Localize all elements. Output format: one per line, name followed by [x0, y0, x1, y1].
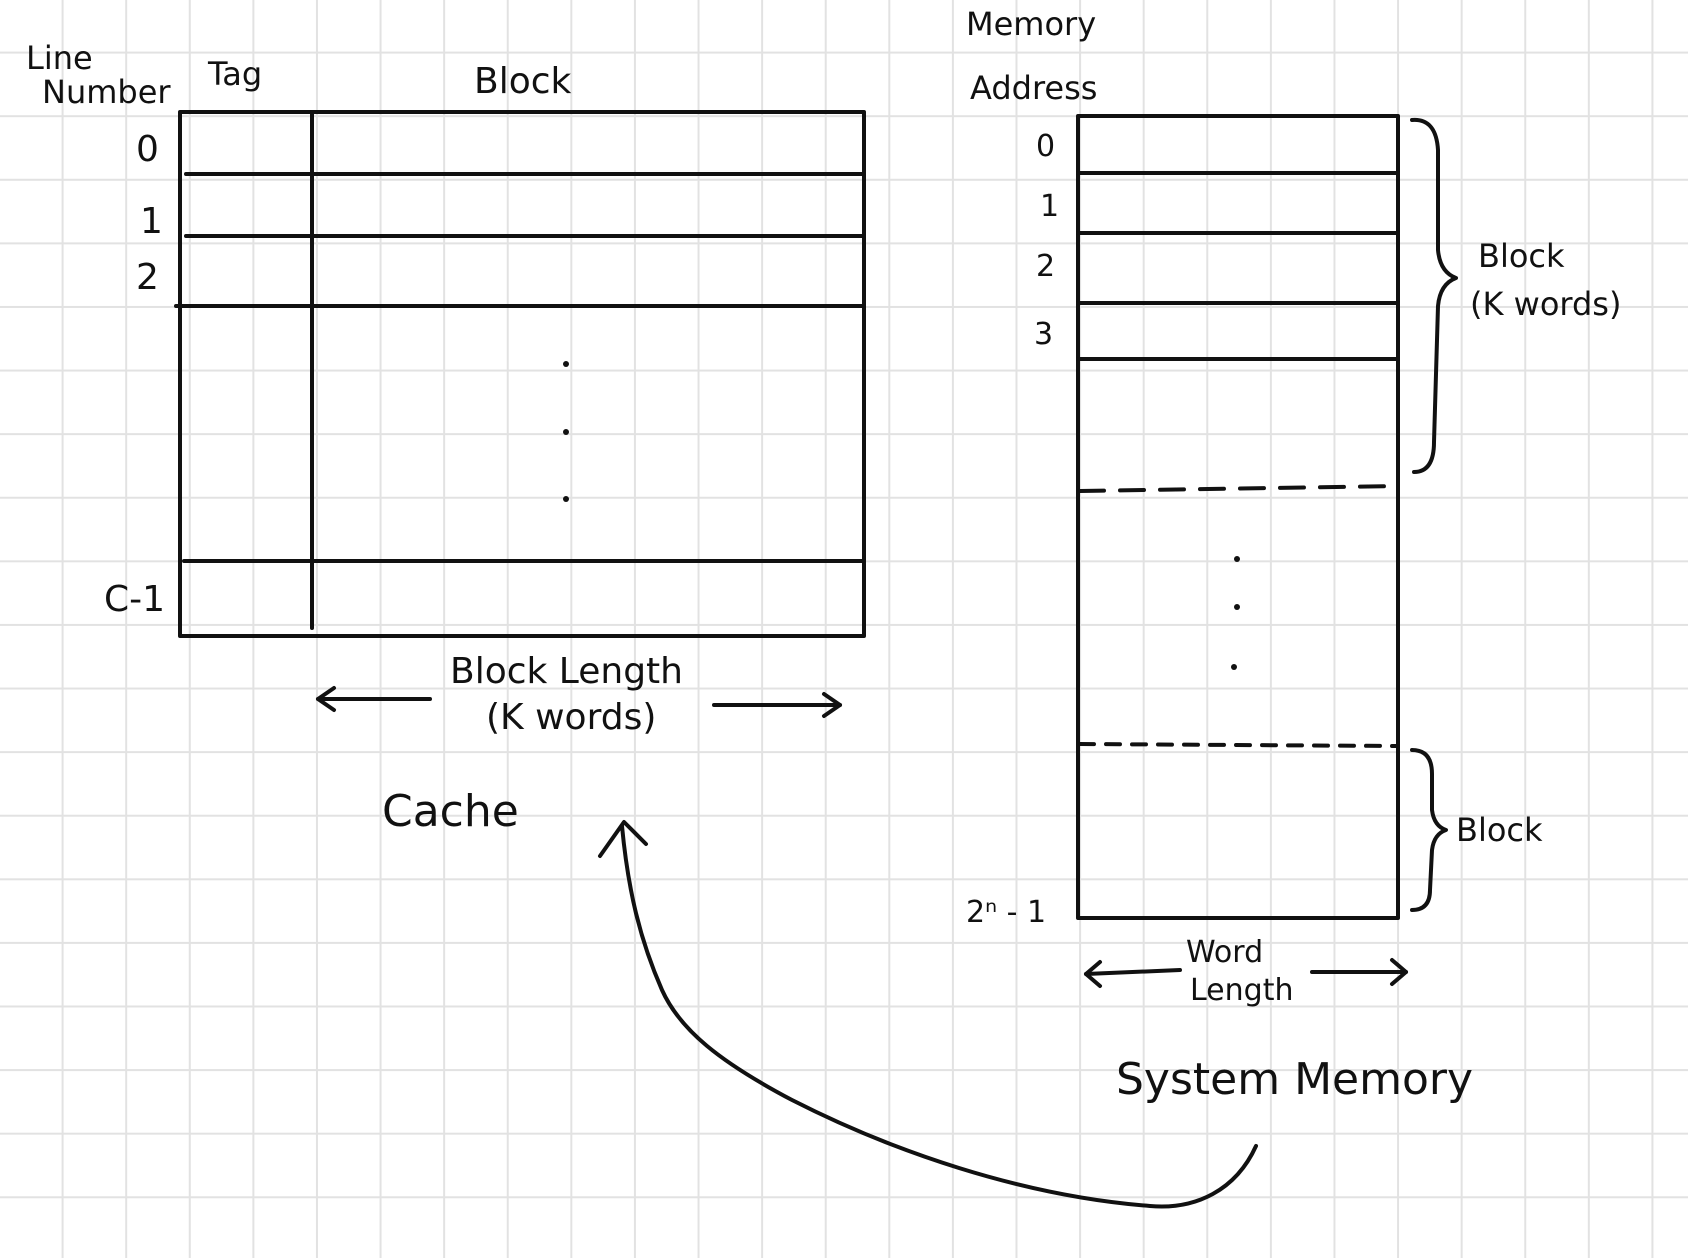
memory-address-label-1: 1	[1040, 189, 1060, 224]
block-length-sublabel: (K words)	[486, 697, 657, 738]
word-length-label-line2: Length	[1190, 973, 1294, 1008]
word-length-arrow-left	[1084, 968, 1182, 976]
line-number-header-line2: Number	[42, 73, 171, 111]
memory-address-label-2: 2	[1036, 249, 1056, 284]
block-header: Block	[474, 61, 572, 102]
cache-title: Cache	[382, 786, 519, 837]
cache-line-label-last: C-1	[104, 579, 166, 620]
memory-address-header-line2: Address	[970, 69, 1098, 107]
block-length-arrowhead-right	[822, 692, 842, 718]
memory-address-label-0: 0	[1036, 129, 1056, 164]
cache-ellipsis-dot	[563, 361, 569, 367]
memory-table-outline	[1076, 114, 1400, 920]
memory-last-block-dashed	[1078, 742, 1398, 748]
cache-line-label-1: 1	[140, 201, 163, 242]
block-length-arrowhead-left	[316, 686, 336, 712]
cache-line-label-2: 2	[136, 257, 159, 298]
cache-ellipsis-dot	[563, 429, 569, 435]
word-length-label-line1: Word	[1186, 935, 1264, 970]
cache-line-label-0: 0	[136, 129, 159, 170]
memory-to-cache-arrowhead	[598, 820, 648, 858]
memory-address-label-3: 3	[1034, 317, 1054, 352]
memory-ellipsis-dot	[1231, 664, 1237, 670]
tag-header: Tag	[208, 55, 263, 93]
memory-address-header-line1: Memory	[966, 5, 1097, 43]
memory-ellipsis-dot	[1234, 604, 1240, 610]
memory-to-cache-arrow	[620, 824, 1258, 1209]
word-length-arrowhead-left	[1084, 960, 1102, 988]
memory-block-end-dashed	[1078, 484, 1398, 493]
memory-address-label-last: 2ⁿ - 1	[966, 895, 1047, 930]
memory-block-brace-label-bottom: Block	[1456, 811, 1543, 849]
cache-table-outline	[178, 110, 866, 638]
word-length-arrowhead-right	[1390, 958, 1408, 986]
memory-ellipsis-dot	[1234, 556, 1240, 562]
memory-block-brace-label-line2: (K words)	[1470, 285, 1622, 323]
memory-block-brace-label-line1: Block	[1478, 237, 1565, 275]
system-memory-title: System Memory	[1116, 1054, 1474, 1105]
cache-ellipsis-dot	[563, 496, 569, 502]
line-number-header-line1: Line	[26, 39, 93, 77]
block-length-label: Block Length	[450, 651, 683, 692]
memory-block-brace-top	[1410, 117, 1458, 474]
memory-block-brace-bottom	[1410, 748, 1448, 912]
